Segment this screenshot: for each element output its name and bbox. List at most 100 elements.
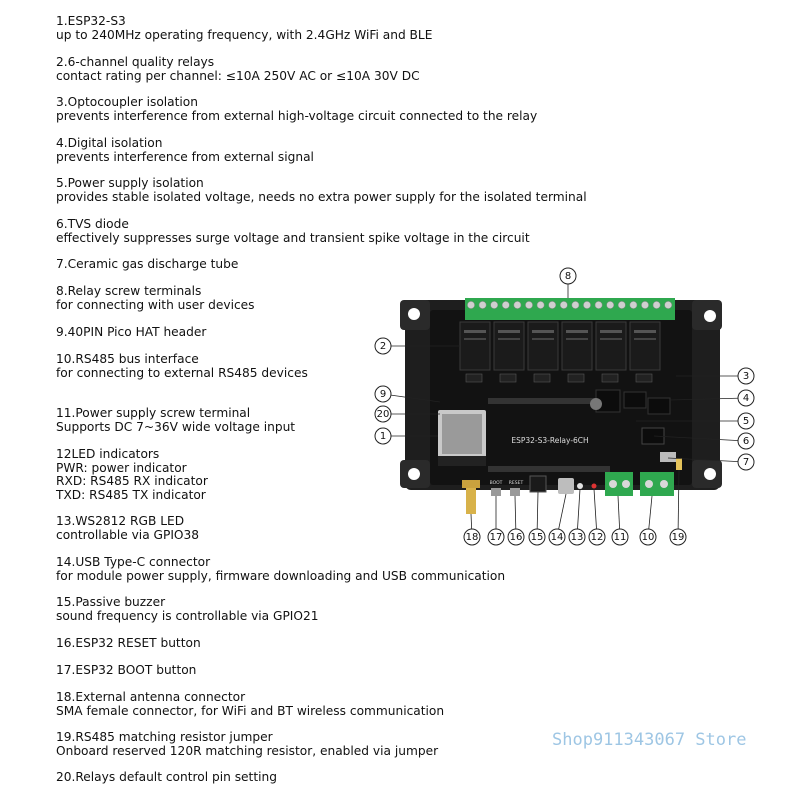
- feature-item: 16.ESP32 RESET button: [56, 636, 201, 651]
- callout-circle: [374, 405, 392, 423]
- feature-description: prevents interference from external high…: [56, 108, 538, 123]
- feature-title: 10.RS485 bus interface: [56, 352, 199, 366]
- feature-description: SMA female connector, for WiFi and BT wi…: [56, 703, 445, 718]
- callout-circle: [374, 337, 392, 355]
- callout-number: 11: [614, 532, 627, 543]
- relay-screw-terminals: [465, 298, 675, 320]
- callout-leader: [669, 397, 747, 401]
- callout-circle: [374, 385, 392, 403]
- callout-leader: [470, 513, 473, 538]
- callout-circle: [611, 528, 629, 546]
- feature-description: Onboard reserved 120R matching resistor,…: [56, 743, 439, 758]
- callout-20: 20: [374, 405, 440, 423]
- callout-7: 7: [667, 453, 755, 471]
- callout-circle: [737, 367, 755, 385]
- callout-circle: [588, 528, 606, 546]
- callout-6: 6: [653, 432, 755, 450]
- feature-description: provides stable isolated voltage, needs …: [56, 189, 587, 204]
- feature-title: 11.Power supply screw terminal: [56, 406, 251, 420]
- watermark: Shop911343067 Store: [552, 730, 747, 750]
- feature-title: 9.40PIN Pico HAT header: [56, 325, 207, 339]
- callout-circle: [507, 528, 525, 546]
- callout-number: 18: [466, 532, 479, 543]
- callout-18: 18: [463, 513, 481, 546]
- feature-title: 13.WS2812 RGB LED: [56, 514, 185, 528]
- feature-title: 19.RS485 matching resistor jumper: [56, 730, 273, 744]
- esp32-module: [438, 410, 486, 466]
- callout-circle: [528, 528, 546, 546]
- callout-11: 11: [611, 495, 629, 546]
- callout-circle: [737, 412, 755, 430]
- callout-15: 15: [528, 491, 546, 546]
- feature-description: prevents interference from external sign…: [56, 149, 314, 164]
- feature-title: 2.6-channel quality relays: [56, 55, 215, 69]
- rs485-screw-terminal: [640, 472, 674, 496]
- callout-number: 3: [743, 371, 749, 382]
- mounting-tab-left: [400, 300, 430, 330]
- callout-leader: [653, 435, 747, 442]
- feature-title: 12LED indicators: [56, 447, 160, 461]
- callout-leader: [677, 469, 680, 538]
- callout-circle: [639, 528, 657, 546]
- feature-description: TXD: RS485 TX indicator: [56, 487, 206, 502]
- feature-title: 4.Digital isolation: [56, 136, 163, 150]
- feature-item: 17.ESP32 BOOT button: [56, 663, 196, 678]
- callout-number: 12: [591, 532, 604, 543]
- feature-item: 9.40PIN Pico HAT header: [56, 325, 207, 340]
- feature-description: controllable via GPIO38: [56, 527, 200, 542]
- callout-number: 14: [551, 532, 564, 543]
- pico-hat-header: [488, 398, 610, 472]
- callout-number: 10: [642, 532, 655, 543]
- callout-8: 8: [559, 267, 577, 298]
- callout-number: 13: [571, 532, 584, 543]
- callout-circle: [548, 528, 566, 546]
- power-screw-terminal: [605, 472, 633, 496]
- callout-number: 4: [743, 393, 749, 404]
- feature-title: 5.Power supply isolation: [56, 176, 204, 190]
- callout-13: 13: [568, 488, 586, 546]
- feature-description: RXD: RS485 RX indicator: [56, 474, 208, 489]
- callout-leader: [576, 488, 581, 538]
- feature-title: 3.Optocoupler isolation: [56, 95, 198, 109]
- callout-1: 1: [374, 427, 438, 445]
- callout-number: 16: [510, 532, 523, 543]
- feature-description: PWR: power indicator: [56, 460, 187, 475]
- reset-button: [510, 488, 520, 496]
- sma-antenna-connector: [462, 480, 480, 514]
- mounting-rail: [405, 300, 720, 490]
- boot-silkscreen: BOOT: [490, 480, 503, 486]
- callout-16: 16: [507, 495, 525, 546]
- callout-leader: [382, 393, 441, 403]
- feature-title: 1.ESP32-S3: [56, 14, 126, 28]
- feature-title: 6.TVS diode: [56, 217, 129, 231]
- feature-title: 20.Relays default control pin setting: [56, 770, 277, 784]
- feature-title: 15.Passive buzzer: [56, 595, 166, 609]
- callout-4: 4: [669, 389, 755, 407]
- callout-14: 14: [548, 493, 567, 546]
- callout-number: 9: [380, 389, 386, 400]
- callout-number: 8: [565, 271, 571, 282]
- feature-item: 7.Ceramic gas discharge tube: [56, 257, 238, 272]
- feature-description: up to 240MHz operating frequency, with 2…: [56, 27, 433, 42]
- feature-description: for connecting with user devices: [56, 297, 255, 312]
- feature-item: 20.Relays default control pin setting: [56, 770, 277, 785]
- callout-5: 5: [636, 412, 755, 430]
- reset-silkscreen: RESET: [509, 480, 524, 486]
- callout-number: 15: [531, 532, 544, 543]
- feature-description: for module power supply, firmware downlo…: [56, 568, 506, 583]
- feature-description: Supports DC 7~36V wide voltage input: [56, 419, 296, 434]
- callout-circle: [737, 432, 755, 450]
